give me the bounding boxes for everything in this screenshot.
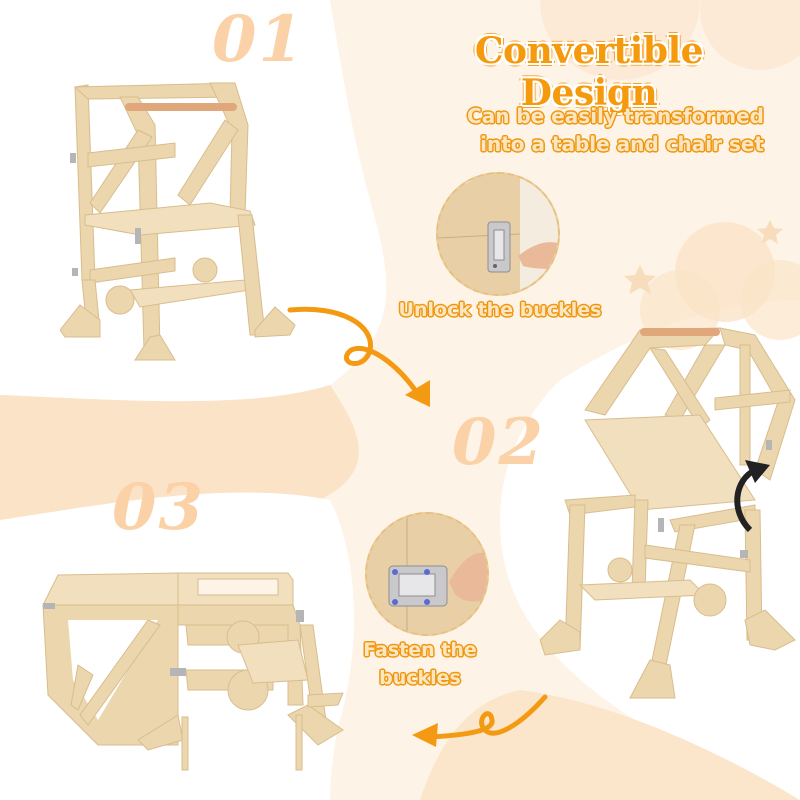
step-number-03: 03 <box>112 470 206 545</box>
unlock-caption: Unlock the buckles <box>398 299 602 321</box>
fasten-caption-line-2: buckles <box>379 667 461 689</box>
learning-tower-folding-image <box>540 327 796 699</box>
step-number-01: 01 <box>212 2 306 77</box>
fasten-caption: Fasten the buckles <box>350 636 490 692</box>
table-and-chair-set-image <box>42 572 344 771</box>
curly-arrow-down-right <box>287 306 430 407</box>
learning-tower-upright-image <box>60 82 296 361</box>
curly-arrow-left <box>412 694 548 747</box>
buckle-unlock-closeup <box>436 172 560 296</box>
page-title: Convertible Design <box>474 30 704 114</box>
step-number-02: 02 <box>452 405 546 480</box>
subtitle-line-1: Can be easily transformed <box>467 104 764 128</box>
buckle-unlock-image <box>438 174 558 294</box>
fasten-caption-line-1: Fasten the <box>363 639 477 661</box>
buckle-fasten-closeup <box>365 512 489 636</box>
subtitle: Can be easily transformed into a table a… <box>467 102 764 158</box>
buckle-fasten-image <box>367 514 487 634</box>
subtitle-line-2: into a table and chair set <box>480 132 764 156</box>
